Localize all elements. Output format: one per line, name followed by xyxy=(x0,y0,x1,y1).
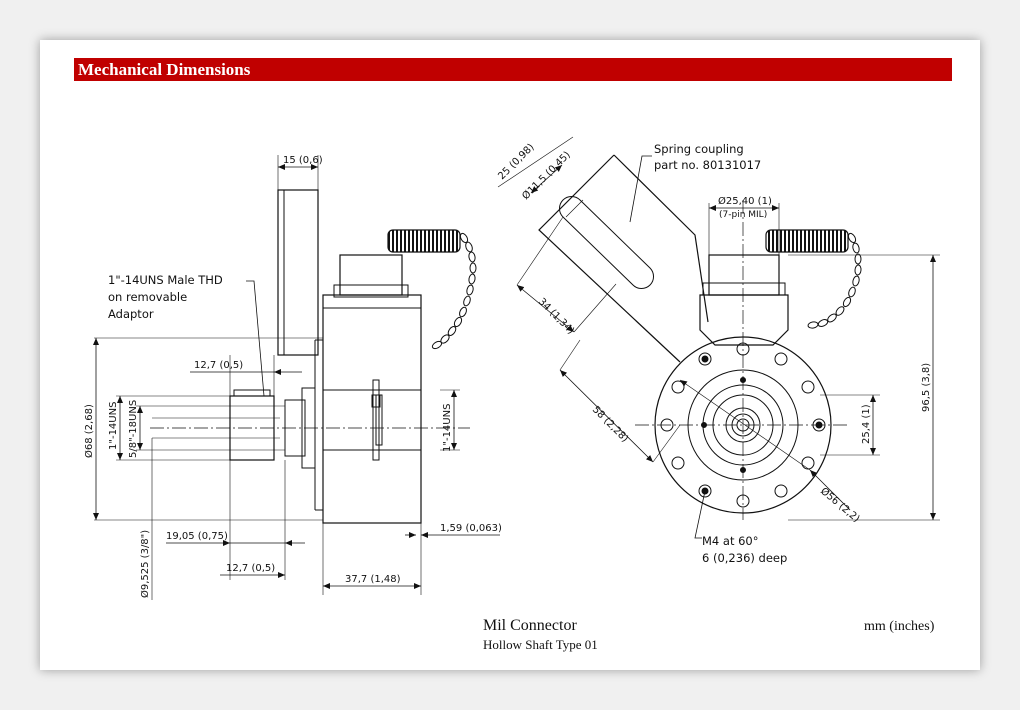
adaptor-note-line3: Adaptor xyxy=(108,307,154,321)
dim-slot-length: 34 (1,34) xyxy=(536,296,576,336)
side-view xyxy=(93,155,500,600)
cap-chain xyxy=(431,232,477,350)
dim-center-height: 25,4 (1) xyxy=(861,404,872,444)
cap-chain-front xyxy=(807,232,862,329)
dim-body-length: 37,7 (1,48) xyxy=(345,574,401,585)
dim-flange-thickness: 15 (0,6) xyxy=(283,155,323,166)
mil-connector xyxy=(708,254,780,296)
dim-shaft-offset: 19,05 (0,75) xyxy=(166,531,228,542)
caption-title: Mil Connector xyxy=(483,617,577,634)
dim-mil-pins: (7-pin MIL) xyxy=(719,210,767,220)
dim-adaptor-offset: 12,7 (0,5) xyxy=(226,563,275,574)
encoder-body xyxy=(322,294,422,524)
mechanical-drawing: 15 (0,6) 1"-14UNS Male THD on removable … xyxy=(83,136,940,600)
dust-cap-knurled xyxy=(387,229,461,253)
spring-coupling-arm xyxy=(538,154,709,363)
dim-body-diameter: Ø68 (2,68) xyxy=(83,404,95,458)
connector-flange xyxy=(333,284,409,298)
spring-note-line1: Spring coupling xyxy=(654,142,744,156)
m4-note-line2: 6 (0,236) deep xyxy=(702,551,787,565)
spring-note-line2: part no. 80131017 xyxy=(654,158,761,172)
dim-flange-step: 1,59 (0,063) xyxy=(440,523,502,534)
caption-subtitle: Hollow Shaft Type 01 xyxy=(483,637,598,652)
arm-slot xyxy=(559,196,654,289)
adaptor-note-line2: on removable xyxy=(108,290,187,304)
section-banner: Mechanical Dimensions xyxy=(74,58,952,81)
front-view xyxy=(497,136,940,539)
caption-units: mm (inches) xyxy=(864,619,935,634)
dim-mil-diameter: Ø25,40 (1) xyxy=(718,195,772,207)
datasheet-page: Mechanical Dimensions xyxy=(40,40,980,670)
dim-thread-1in: 1"-14UNS xyxy=(108,402,119,450)
bolt-holes xyxy=(660,342,826,508)
dim-face-diameter: Ø56 (2,2) xyxy=(818,485,862,525)
dim-arm-reach: 58 (2,28) xyxy=(590,404,630,444)
connector-housing xyxy=(339,254,403,296)
dust-cap-front xyxy=(765,229,849,253)
adaptor-hex xyxy=(233,389,271,397)
section-title: Mechanical Dimensions xyxy=(78,60,251,79)
connector-mount xyxy=(699,294,789,346)
dim-thread-1in-inner: 1"-14UNS xyxy=(442,404,453,452)
m4-note-line1: M4 at 60° xyxy=(702,534,759,548)
dim-adaptor-length: 12,7 (0,5) xyxy=(194,360,243,371)
flange-edge xyxy=(277,189,285,356)
dim-thread-5-8: 5/8"-18UNS xyxy=(128,400,139,458)
dim-arm-width: 25 (0,98) xyxy=(496,142,536,182)
dim-bore-diameter: Ø9,525 (3/8") xyxy=(139,530,151,598)
dim-height-total: 96,5 (3,8) xyxy=(921,363,932,412)
adaptor-note-line1: 1"-14UNS Male THD xyxy=(108,273,223,287)
